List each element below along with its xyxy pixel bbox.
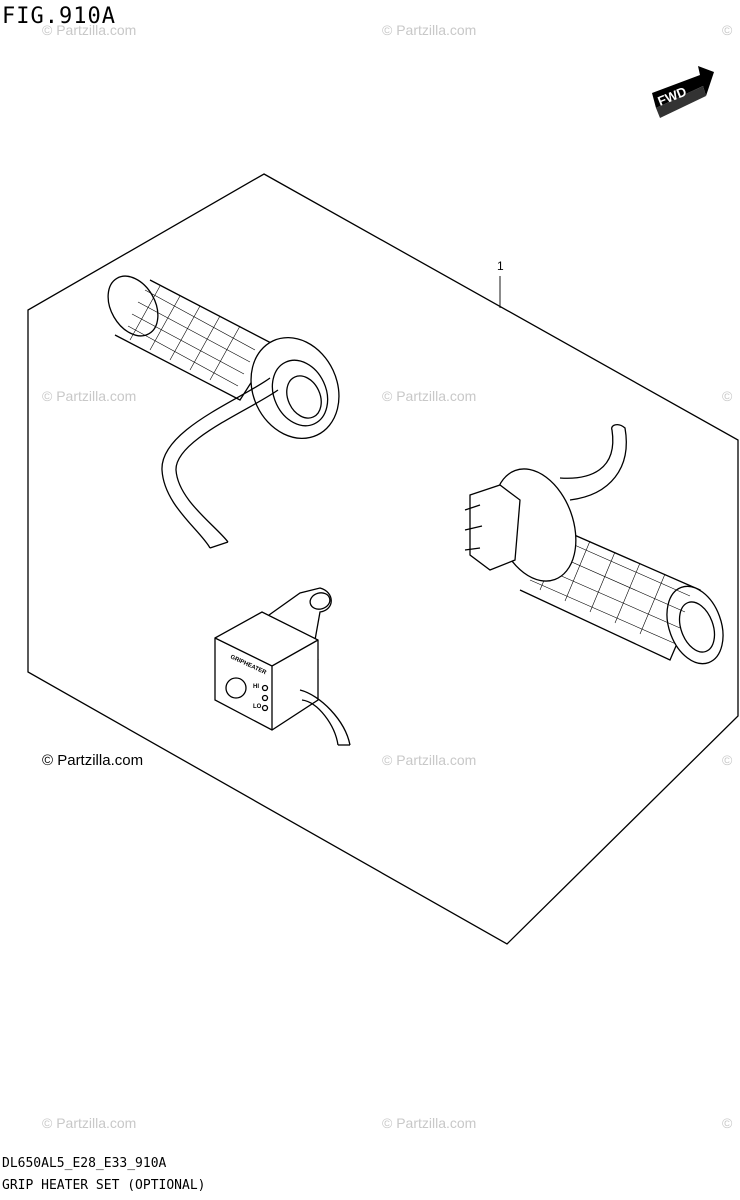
indicator-led-icon: [261, 694, 269, 702]
watermark: © Partzilla.com: [42, 22, 137, 38]
grip-heater-switch: GRIPHEATER HI LO: [214, 587, 351, 746]
left-grip-heater: [107, 275, 340, 549]
watermark-prominent: © Partzilla.com: [42, 752, 144, 769]
watermark: © Partzilla.com: [382, 1115, 477, 1131]
kit-outline: [27, 173, 739, 945]
watermark: ©: [722, 752, 733, 768]
callout-1: 1: [497, 259, 504, 308]
switch-hi-label: HI: [253, 684, 259, 690]
switch-lo-label: LO: [253, 704, 262, 710]
indicator-led-icon: [261, 704, 269, 712]
watermark: ©: [722, 22, 733, 38]
watermark: ©: [722, 388, 733, 404]
watermark: © Partzilla.com: [382, 388, 477, 404]
watermark: © Partzilla.com: [42, 388, 137, 404]
right-grip-heater: [464, 424, 724, 665]
fwd-arrow-icon: FWD: [652, 66, 714, 118]
figure-title: FIG.910A: [2, 4, 116, 29]
watermark: © Partzilla.com: [382, 22, 477, 38]
watermark: © Partzilla.com: [382, 752, 477, 768]
callout-number: 1: [497, 259, 504, 273]
watermark: ©: [722, 1115, 733, 1131]
diagram-caption: GRIP HEATER SET (OPTIONAL): [2, 1178, 206, 1193]
diagram-code: DL650AL5_E28_E33_910A: [2, 1156, 167, 1171]
watermark: © Partzilla.com: [42, 1115, 137, 1131]
switch-knob-icon: [225, 677, 247, 699]
indicator-led-icon: [261, 684, 269, 692]
